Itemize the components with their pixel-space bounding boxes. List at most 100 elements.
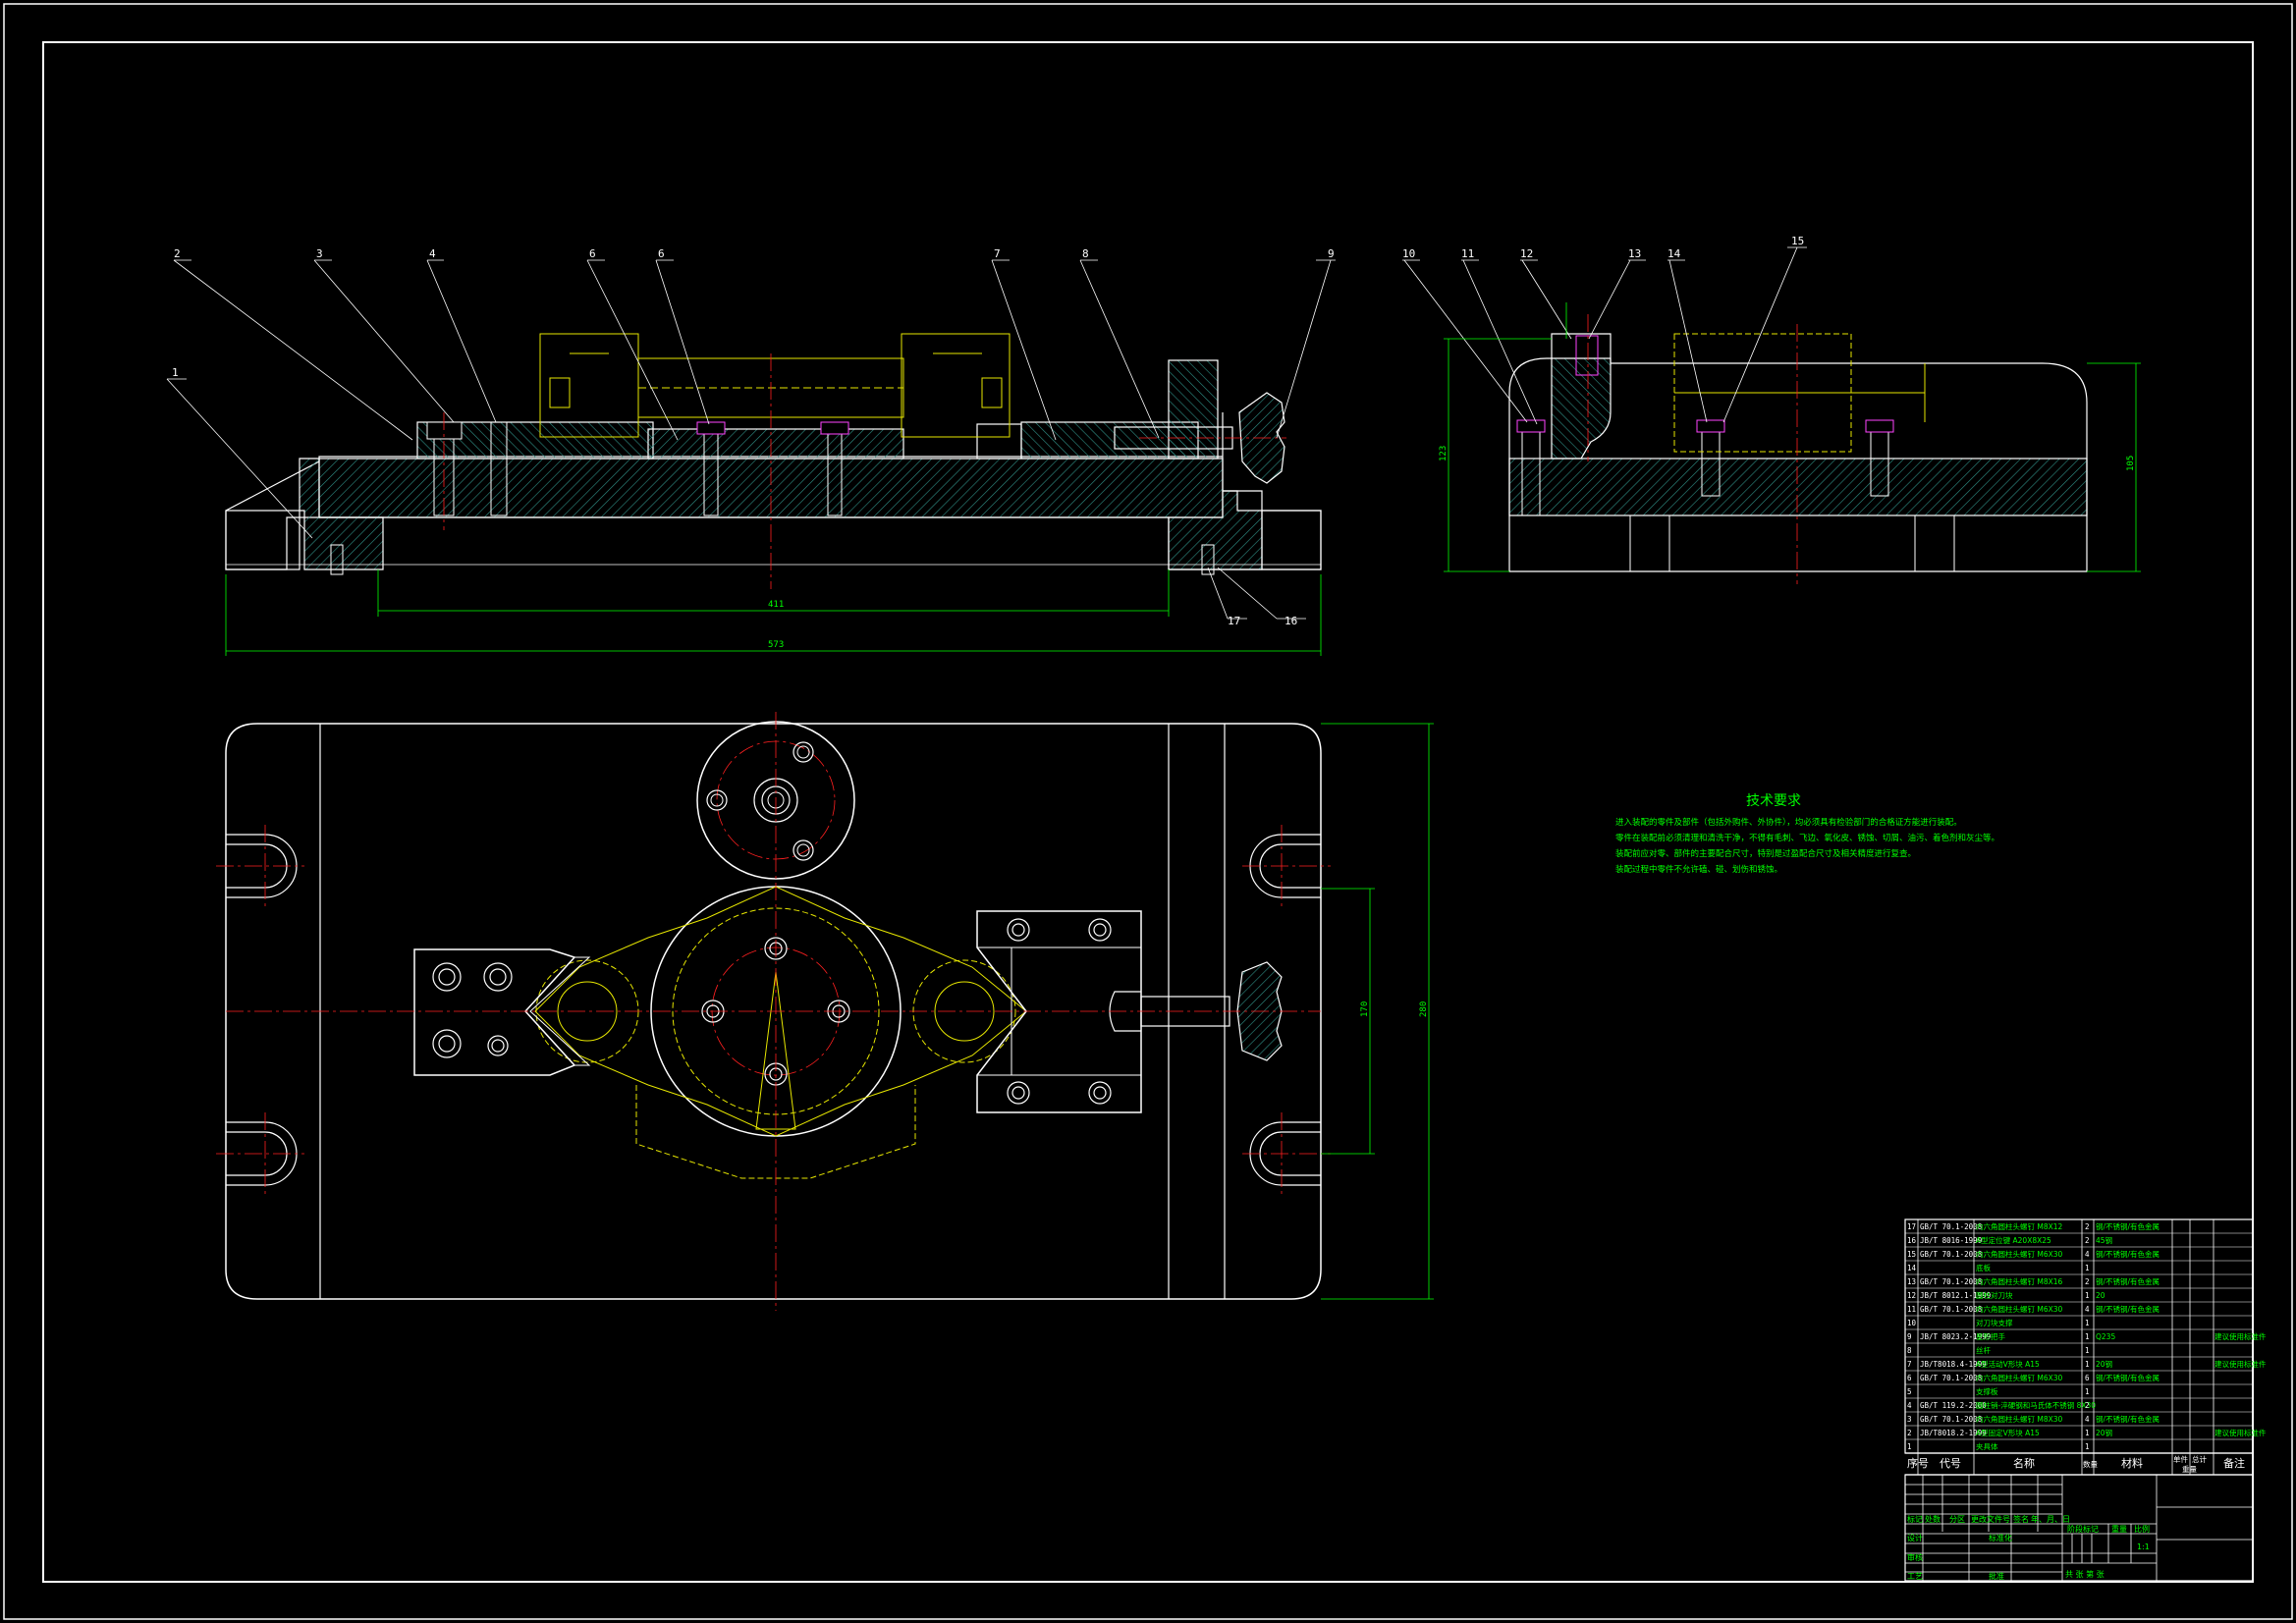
bom-cell-no: 11 xyxy=(1907,1305,1916,1314)
bom-cell-name: A型固定V形块 A15 xyxy=(1976,1428,2040,1437)
bom-cell-no: 14 xyxy=(1907,1264,1917,1272)
bom-header-no: 序号 xyxy=(1907,1456,1929,1470)
plan-view xyxy=(216,712,1331,1311)
bom-cell-note: 建议使用标准件 xyxy=(2214,1428,2267,1437)
bom-cell-no: 7 xyxy=(1907,1360,1912,1369)
bom-header-code: 代号 xyxy=(1940,1457,1961,1470)
bom-cell-no: 3 xyxy=(1907,1415,1912,1424)
balloon-6b: 6 xyxy=(658,247,665,260)
bom-cell-qty: 4 xyxy=(2085,1415,2090,1424)
bom-cell-no: 2 xyxy=(1907,1429,1912,1437)
bom-cell-code: GB/T 70.1-2008 xyxy=(1920,1250,1983,1259)
tech-line-1: 进入装配的零件及部件（包括外购件、外协件），均必须具有检验部门的合格证方能进行装… xyxy=(1615,817,1962,828)
bom-cell-qty: 1 xyxy=(2085,1264,2090,1272)
title-block: 标记 处数 分区 更改文件号 签名 年、月、日 设计 标准化 审核 工艺 批准 … xyxy=(1904,1474,2254,1582)
bom-cell-code: GB/T 70.1-2008 xyxy=(1920,1277,1983,1286)
tb-standard: 标准化 xyxy=(1989,1533,2012,1542)
bom-cell-qty: 2 xyxy=(2085,1222,2090,1231)
bom-cell-mat: 钢/不锈钢/有色金属 xyxy=(2096,1249,2159,1259)
bom-header-qty: 数量 xyxy=(2083,1459,2099,1469)
bom-cell-no: 17 xyxy=(1907,1222,1916,1231)
tb-process: 工艺 xyxy=(1907,1572,1923,1581)
balloon-11: 11 xyxy=(1461,247,1474,260)
bom-cell-qty: 4 xyxy=(2085,1305,2090,1314)
bom-cell-qty: 1 xyxy=(2085,1442,2090,1451)
balloon-3: 3 xyxy=(316,247,323,260)
tb-mark: 标记 xyxy=(1907,1514,1923,1524)
tb-weight: 重量 xyxy=(2111,1524,2127,1534)
tech-line-2: 零件在装配前必须清理和清洗干净，不得有毛刺、飞边、氧化皮、锈蚀、切屑、油污、着色… xyxy=(1615,833,1999,843)
bom-cell-no: 5 xyxy=(1907,1387,1912,1396)
bom-cell-no: 6 xyxy=(1907,1374,1912,1382)
bom-cell-mat: 钢/不锈钢/有色金属 xyxy=(2096,1221,2159,1231)
bom-cell-name: 星形把手 xyxy=(1976,1331,2005,1341)
bom-cell-code: JB/T8018.4-1999 xyxy=(1920,1360,1987,1369)
bom-cell-code: JB/T8018.2-1999 xyxy=(1920,1429,1987,1437)
bom-cell-name: 内六角圆柱头螺钉 M8X12 xyxy=(1976,1221,2063,1231)
balloon-10: 10 xyxy=(1402,247,1415,260)
balloon-14: 14 xyxy=(1667,247,1681,260)
balloon-2: 2 xyxy=(174,247,181,260)
bom-cell-no: 13 xyxy=(1907,1277,1916,1286)
tech-line-3: 装配前应对零、部件的主要配合尺寸，特别是过盈配合尺寸及相关精度进行复查。 xyxy=(1615,848,1916,859)
bom-cell-qty: 1 xyxy=(2085,1429,2090,1437)
front-balloons xyxy=(166,259,1336,620)
front-section-view xyxy=(225,333,1322,589)
front-dimensions xyxy=(225,569,1322,656)
bom-cell-code: GB/T 70.1-2008 xyxy=(1920,1415,1983,1424)
tb-scale: 比例 xyxy=(2134,1524,2150,1534)
bom-cell-code: JB/T 8016-1999 xyxy=(1920,1236,1982,1245)
side-section-view xyxy=(1508,314,2088,584)
bom-cell-code: GB/T 70.1-2008 xyxy=(1920,1305,1983,1314)
balloon-8: 8 xyxy=(1082,247,1089,260)
bom-cell-no: 10 xyxy=(1907,1319,1917,1327)
bom-cell-qty: 1 xyxy=(2085,1332,2090,1341)
bom-cell-code: GB/T 119.2-2000 xyxy=(1920,1401,1987,1410)
balloon-6a: 6 xyxy=(589,247,596,260)
bom-header-weight: 重量 xyxy=(2182,1465,2198,1474)
bom-cell-code: GB/T 70.1-2008 xyxy=(1920,1222,1983,1231)
balloon-9: 9 xyxy=(1328,247,1335,260)
balloon-1: 1 xyxy=(172,366,179,379)
tech-requirements-title: 技术要求 xyxy=(1746,793,1801,809)
bom-cell-mat: Q235 xyxy=(2096,1332,2115,1341)
tb-date: 年、月、日 xyxy=(2031,1514,2070,1524)
balloon-4: 4 xyxy=(429,247,436,260)
bom-cell-mat: 20钢 xyxy=(2096,1428,2112,1437)
bom-cell-mat: 钢/不锈钢/有色金属 xyxy=(2096,1276,2159,1286)
balloon-7: 7 xyxy=(994,247,1001,260)
bom-cell-mat: 20钢 xyxy=(2096,1359,2112,1369)
dim-front-inner: 411 xyxy=(768,600,784,610)
technical-requirements: 技术要求 进入装配的零件及部件（包括外购件、外协件），均必须具有检验部门的合格证… xyxy=(1615,793,1999,875)
bom-cell-mat: 20 xyxy=(2096,1291,2105,1300)
bom-cell-qty: 2 xyxy=(2085,1277,2090,1286)
bom-cell-name: 内六角圆柱头螺钉 M8X30 xyxy=(1976,1414,2063,1424)
dim-front-overall: 573 xyxy=(768,640,784,650)
tb-zone: 分区 xyxy=(1949,1515,1965,1524)
dim-side-left: 123 xyxy=(1439,446,1449,461)
bom-cell-name: 圆柱销-淬硬钢和马氏体不锈钢 8X30 xyxy=(1976,1400,2096,1410)
bom-cell-name: 底板 xyxy=(1976,1263,1992,1272)
bom-cell-mat: 钢/不锈钢/有色金属 xyxy=(2096,1414,2159,1424)
tech-line-4: 装配过程中零件不允许磕、碰、划伤和锈蚀。 xyxy=(1615,864,1782,875)
bom-cell-name: A型定位键 A20X8X25 xyxy=(1976,1235,2051,1245)
bom-header-note: 备注 xyxy=(2223,1456,2245,1470)
bom-cell-name: 内六角圆柱头螺钉 M6X30 xyxy=(1976,1249,2063,1259)
tb-check: 审核 xyxy=(1907,1552,1923,1562)
front-balloon-labels: 1 2 3 4 6 6 7 8 9 16 17 xyxy=(172,247,1335,627)
bom-cell-no: 1 xyxy=(1907,1442,1912,1451)
tb-scale-value: 1:1 xyxy=(2137,1542,2150,1551)
dim-side-right: 105 xyxy=(2126,456,2136,471)
bom-header-name: 名称 xyxy=(2013,1456,2035,1470)
inner-frame xyxy=(42,41,2254,1583)
bom-cell-qty: 1 xyxy=(2085,1360,2090,1369)
bom-cell-mat: 钢/不锈钢/有色金属 xyxy=(2096,1373,2159,1382)
bom-cell-code: JB/T 8023.2-1999 xyxy=(1920,1332,1991,1341)
bom-cell-note: 建议使用标准件 xyxy=(2214,1331,2267,1341)
bom-header-unit: 单件 xyxy=(2173,1454,2189,1464)
bom-cell-mat: 钢/不锈钢/有色金属 xyxy=(2096,1304,2159,1314)
dim-plan-height: 280 xyxy=(1419,1001,1429,1017)
tb-sign: 签名 xyxy=(2013,1514,2029,1524)
